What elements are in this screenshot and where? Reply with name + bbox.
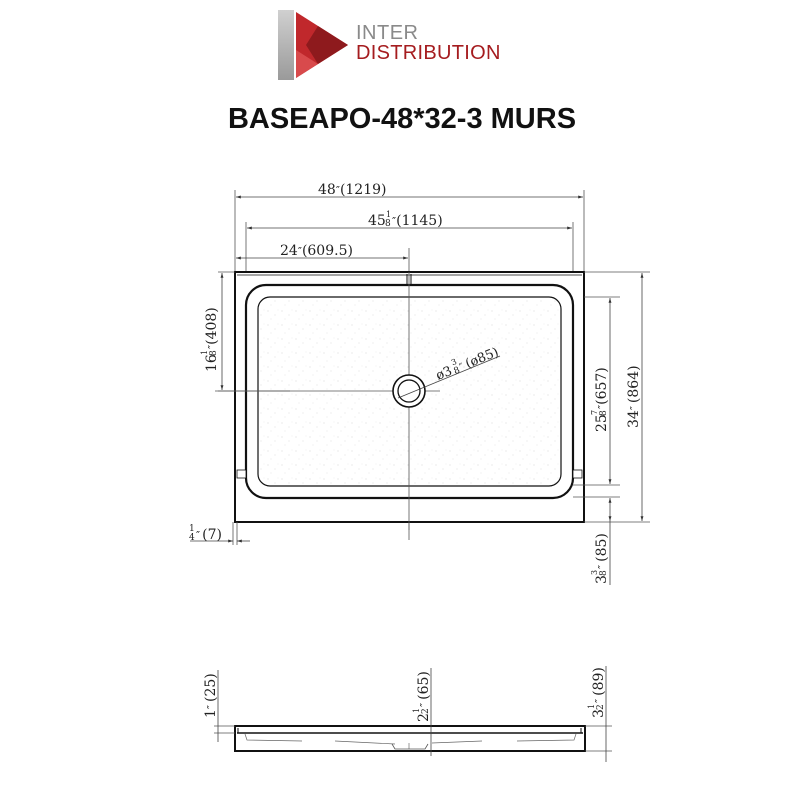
svg-text:ø3: ø3 [434, 364, 455, 384]
side-view-dimension-labels: 1″(25) 2 1 2 ″(65) 3 1 2 ″(89) [203, 667, 607, 722]
dim-overall-depth: 34″(864) [626, 365, 642, 428]
dim-overall-height: 3 1 2 ″(89) [587, 667, 607, 718]
svg-text:2: 2 [421, 708, 431, 714]
svg-text:″(65): ″(65) [416, 671, 432, 707]
dim-inner-width: 45 [368, 213, 386, 229]
svg-text:16: 16 [204, 354, 220, 372]
svg-text:1″(25): 1″(25) [203, 673, 219, 718]
svg-text:1: 1 [412, 708, 421, 713]
svg-text:1: 1 [587, 704, 596, 709]
svg-text:″(7): ″(7) [196, 527, 222, 543]
svg-text:2: 2 [416, 713, 432, 722]
svg-text:3: 3 [594, 575, 610, 584]
svg-text:4: 4 [189, 533, 195, 543]
drain-inner-circle [397, 379, 421, 403]
svg-text:1: 1 [189, 524, 195, 534]
dim-rim-height: 1″(25) [203, 673, 219, 718]
product-title: BASEAPO-48*32-3 MURS [227, 103, 577, 135]
svg-text:34″(864): 34″(864) [626, 365, 642, 428]
svg-text:8: 8 [599, 570, 609, 576]
logo-play-icon [278, 10, 348, 80]
dim-wall-thickness: 1 4 ″(7) [189, 524, 222, 543]
logo-text-inter: INTER [356, 22, 419, 44]
svg-text:″(408): ″(408) [204, 307, 220, 349]
side-view [214, 666, 612, 762]
svg-text:2: 2 [596, 704, 606, 710]
svg-text:″(89): ″(89) [591, 667, 607, 703]
brand-logo [278, 10, 508, 80]
dim-inner-width-mm: ″(1145) [392, 213, 443, 229]
dim-drain-offset-y: 16 1 8 ″(408) [200, 307, 220, 372]
frac-num: 1 [386, 210, 391, 219]
dim-front-apron: 3 3 8 ″(85) [590, 533, 610, 584]
svg-text:3: 3 [590, 570, 599, 575]
svg-text:3: 3 [591, 709, 607, 718]
top-view [190, 190, 650, 585]
svg-text:8: 8 [599, 410, 609, 416]
dim-drain-height: 2 1 2 ″(65) [412, 671, 432, 722]
dim-overall-width: 48″(1219) [318, 182, 387, 198]
svg-text:8: 8 [209, 350, 219, 356]
svg-text:″(657): ″(657) [594, 367, 610, 409]
svg-text:7: 7 [590, 410, 599, 415]
svg-text:25: 25 [594, 414, 610, 432]
svg-text:1: 1 [200, 350, 209, 355]
svg-text:8: 8 [452, 365, 461, 377]
logo-text-distribution: DISTRIBUTION [356, 42, 501, 64]
dim-drain-offset-x: 24″(609.5) [280, 243, 353, 259]
svg-text:3: 3 [450, 357, 458, 367]
frac-den: 8 [385, 219, 391, 229]
svg-text:″(85): ″(85) [594, 533, 610, 569]
dim-inner-depth: 25 7 8 ″(657) [590, 367, 610, 432]
